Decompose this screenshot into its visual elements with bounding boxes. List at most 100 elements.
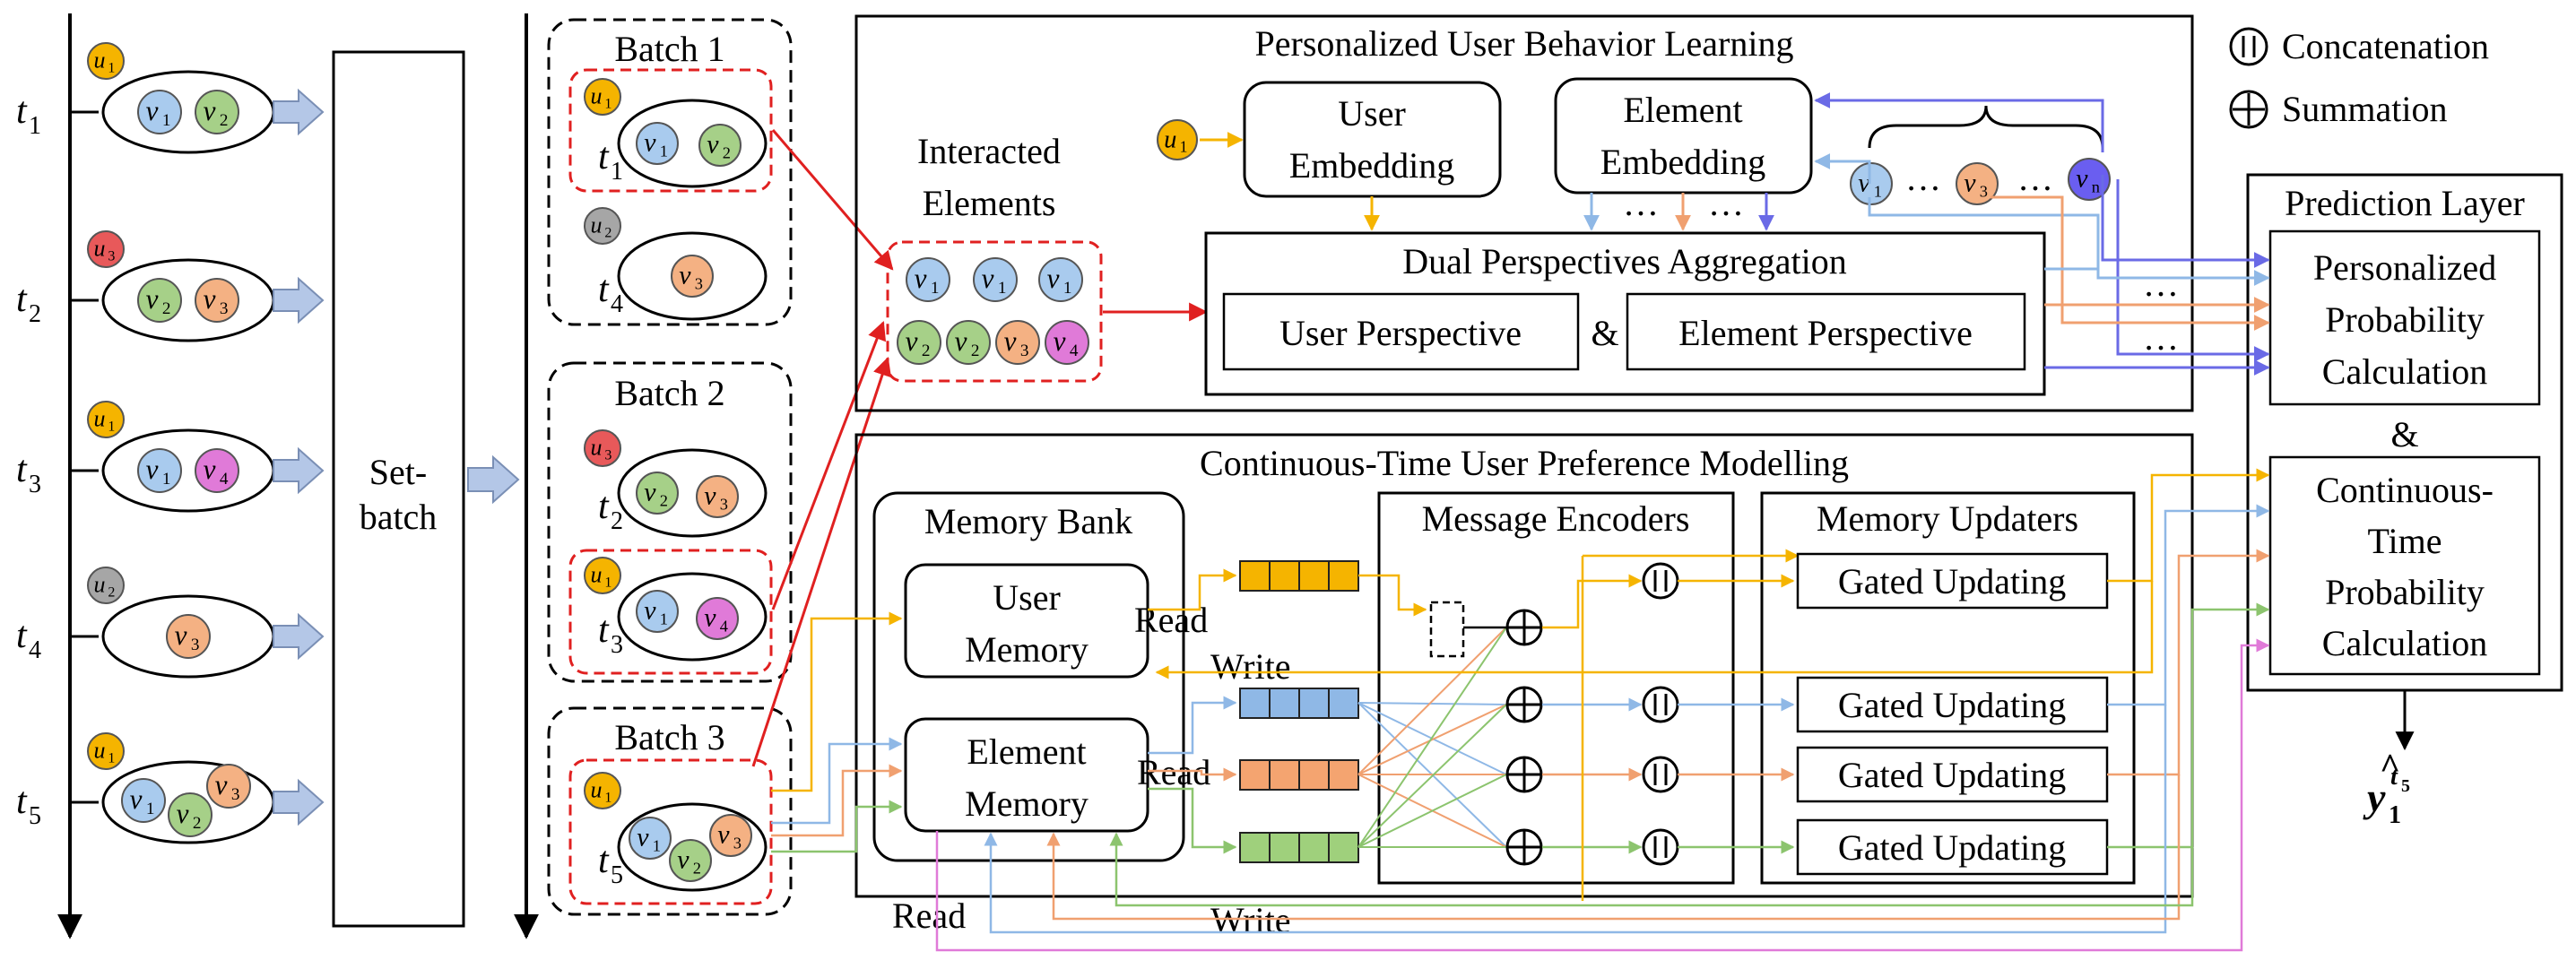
svg-text:1: 1 bbox=[108, 60, 115, 75]
svg-text:3: 3 bbox=[29, 471, 41, 498]
setbatch-label-2: batch bbox=[360, 497, 438, 537]
svg-text:3: 3 bbox=[231, 785, 240, 804]
timeline-arrow-2 bbox=[273, 276, 325, 324]
ctupm-module: Continuous-Time User Preference Modellin… bbox=[771, 433, 2270, 952]
svg-text:5: 5 bbox=[29, 802, 41, 830]
batch-3-group-1 bbox=[568, 758, 773, 905]
setbatch-label-1: Set- bbox=[369, 452, 427, 492]
memory-updaters-title: Memory Updaters bbox=[1817, 498, 2078, 539]
svg-text:v: v bbox=[717, 820, 730, 850]
svg-text:v: v bbox=[1054, 325, 1066, 357]
svg-text:v: v bbox=[677, 845, 690, 875]
interacted-label-1: Interacted bbox=[917, 131, 1061, 171]
svg-text:2: 2 bbox=[29, 300, 41, 328]
batch-2-box bbox=[547, 361, 793, 683]
svg-text:v: v bbox=[177, 798, 189, 829]
gated-updating-box-4 bbox=[1796, 818, 2109, 876]
svg-text:5: 5 bbox=[2401, 776, 2410, 796]
svg-text:1: 1 bbox=[604, 96, 611, 111]
svg-text:v: v bbox=[644, 596, 656, 626]
svg-text:4: 4 bbox=[220, 470, 229, 489]
element-embedding-dots-1: … bbox=[1623, 183, 1659, 223]
svg-text:n: n bbox=[2092, 177, 2100, 195]
svg-text:1: 1 bbox=[611, 158, 623, 186]
svg-text:1: 1 bbox=[2389, 801, 2401, 829]
svg-text:v: v bbox=[906, 325, 918, 357]
svg-text:4: 4 bbox=[720, 617, 728, 635]
prediction-dots-1: … bbox=[2143, 264, 2179, 304]
concat-icon bbox=[2229, 27, 2268, 66]
svg-text:1: 1 bbox=[1180, 138, 1188, 156]
svg-text:y: y bbox=[2363, 774, 2386, 820]
timeline-ellipse-3 bbox=[101, 428, 275, 513]
interacted-label-2: Elements bbox=[923, 183, 1056, 223]
svg-text:3: 3 bbox=[611, 631, 623, 659]
svg-text:v: v bbox=[1004, 325, 1017, 357]
concat-node-2 bbox=[1642, 686, 1679, 723]
read-label-user: Read bbox=[1134, 600, 1208, 640]
svg-text:v: v bbox=[982, 263, 994, 294]
svg-text:^: ^ bbox=[2380, 746, 2400, 786]
dual-aggregation-title: Dual Perspectives Aggregation bbox=[1402, 241, 1846, 281]
user-vector bbox=[1239, 560, 1359, 592]
svg-text:3: 3 bbox=[1020, 342, 1029, 360]
svg-text:u: u bbox=[591, 435, 603, 461]
interacted-elements-box bbox=[886, 240, 1103, 383]
continuous-prob-box bbox=[2268, 455, 2541, 676]
svg-text:t: t bbox=[598, 269, 610, 310]
svg-text:v: v bbox=[637, 823, 649, 852]
concat-node-3 bbox=[1642, 756, 1679, 793]
svg-text:3: 3 bbox=[733, 834, 742, 852]
svg-text:t: t bbox=[16, 279, 28, 320]
batch-1-title: Batch 1 bbox=[614, 29, 724, 69]
svg-text:v: v bbox=[679, 261, 691, 290]
element-perspective-box bbox=[1626, 292, 2026, 371]
svg-text:2: 2 bbox=[604, 225, 611, 240]
timeline-arrow-3 bbox=[273, 446, 325, 495]
encoder-flows bbox=[1148, 549, 1800, 901]
svg-text:5: 5 bbox=[611, 861, 623, 889]
sum-node-3 bbox=[1505, 756, 1543, 793]
element-memory-label-1: Element bbox=[967, 731, 1086, 772]
timeline-arrow-1 bbox=[273, 88, 325, 136]
svg-text:v: v bbox=[915, 263, 927, 294]
svg-text:u: u bbox=[94, 572, 106, 598]
legend-sum-label: Summation bbox=[2282, 89, 2447, 129]
setbatch-arrow bbox=[467, 454, 520, 505]
svg-text:u: u bbox=[94, 406, 106, 432]
continuous-label-1: Continuous- bbox=[2316, 470, 2494, 510]
svg-text:u: u bbox=[591, 83, 603, 109]
svg-text:2: 2 bbox=[971, 342, 980, 360]
svg-text:4: 4 bbox=[611, 290, 623, 318]
gated-updating-label-3: Gated Updating bbox=[1838, 755, 2066, 795]
svg-text:t: t bbox=[16, 449, 28, 490]
svg-text:3: 3 bbox=[108, 248, 115, 264]
write-label-user: Write bbox=[1210, 646, 1290, 687]
